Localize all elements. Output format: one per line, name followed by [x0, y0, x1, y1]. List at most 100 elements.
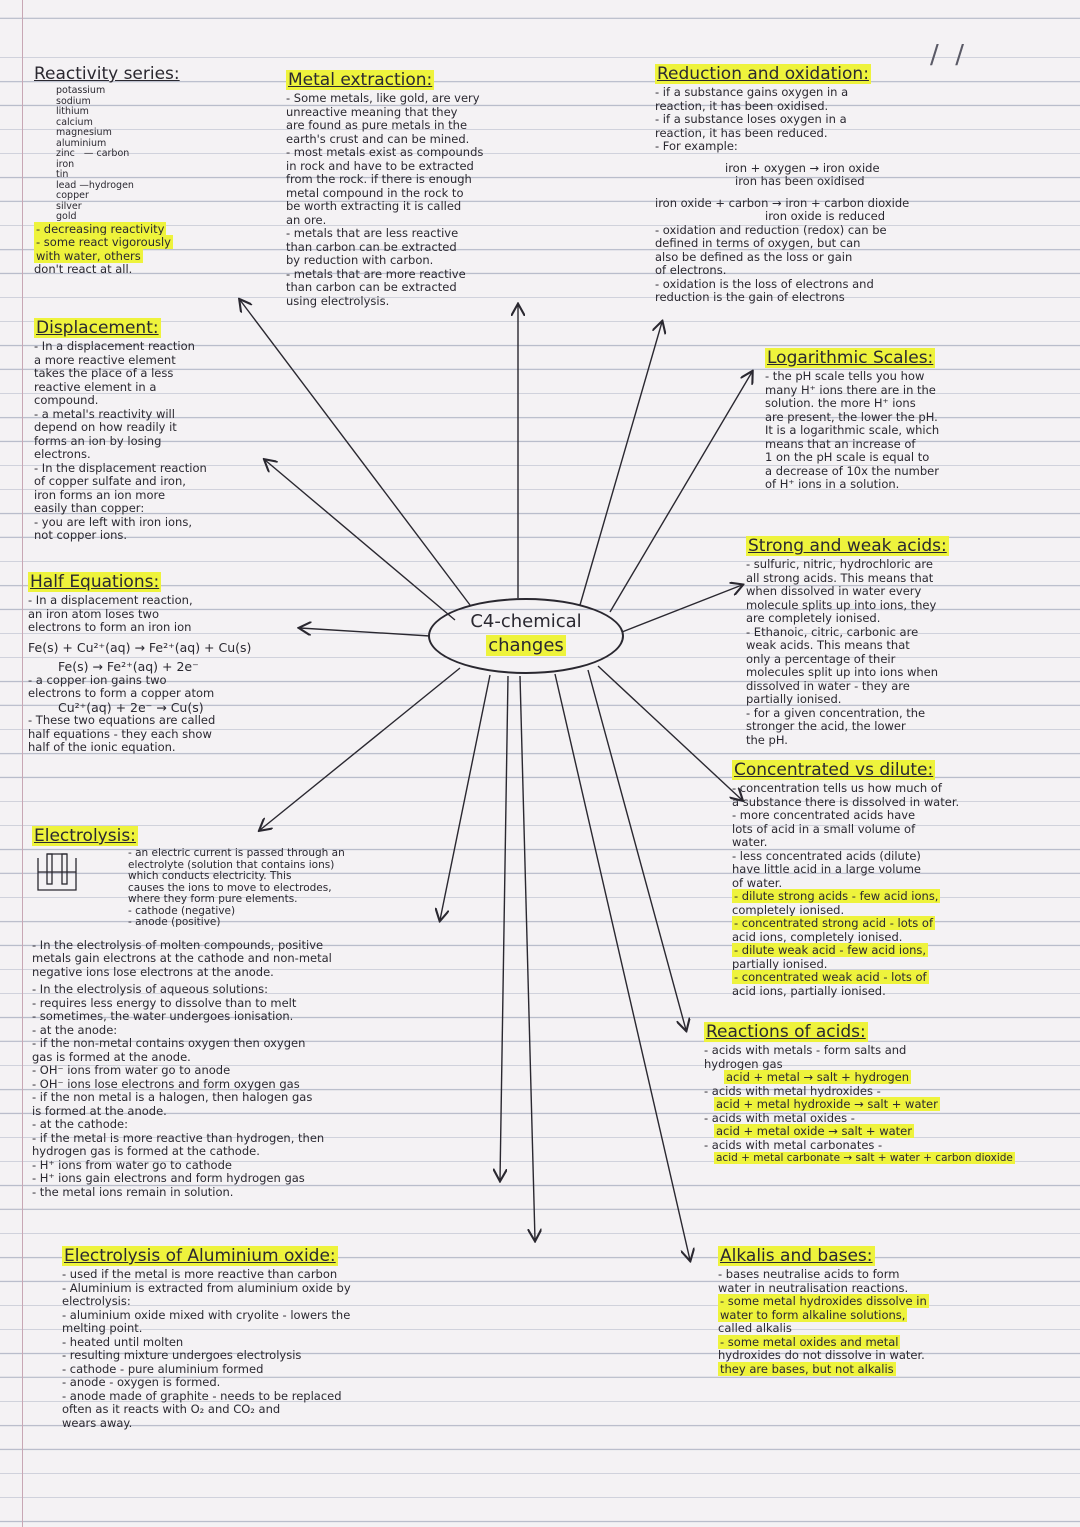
displacement-title: Displacement:	[34, 318, 161, 338]
metal-extraction-line: metal compound in the rock to	[286, 185, 464, 200]
reactivity-item: iron	[56, 158, 75, 170]
log-scales-line: many H⁺ ions there are in the	[765, 382, 936, 397]
concentrated-line: - concentrated weak acid - lots of	[732, 970, 929, 984]
acids-line: only a percentage of their	[746, 651, 896, 666]
reactivity-note: - some react vigorously	[34, 235, 173, 249]
alkalis-line: they are bases, but not alkalis	[718, 1361, 896, 1376]
displacement-line: takes the place of a less	[34, 366, 174, 380]
reaction-equation: acid + metal carbonate → salt + water + …	[714, 1152, 1015, 1164]
concentrated-line: - concentrated strong acid - lots of	[732, 916, 936, 930]
reactions-line: - acids with metal hydroxides -	[704, 1083, 881, 1098]
aluminium-line: - heated until molten	[62, 1334, 184, 1349]
reactivity-series-section: Reactivity series: potassium sodium lith…	[34, 64, 249, 277]
metal-extraction-line: by reduction with carbon.	[286, 253, 434, 267]
concentrated-line: - more concentrated acids have	[732, 808, 916, 822]
concentrated-line: have little acid in a large volume	[732, 862, 921, 876]
redox-line: - For example:	[655, 139, 738, 153]
electrolysis-line: - In the electrolysis of aqueous solutio…	[32, 982, 269, 996]
half-equations-line: - In a displacement reaction,	[28, 593, 193, 607]
electrolysis-section: Electrolysis: - an electric current is p…	[32, 826, 462, 1199]
acids-line: - for a given concentration, the	[746, 705, 926, 720]
topic-hub: C4-chemical changes	[428, 598, 624, 674]
metal-extraction-line: in rock and have to be extracted	[286, 158, 474, 173]
log-scales-line: - the pH scale tells you how	[765, 369, 925, 383]
log-scales-line: solution. the more H⁺ ions	[765, 396, 916, 410]
acids-line: are completely ionised.	[746, 611, 881, 625]
metal-extraction-line: are found as pure metals in the	[286, 118, 468, 132]
reactivity-item: aluminium	[56, 137, 107, 149]
metal-extraction-line: than carbon can be extracted	[286, 239, 457, 254]
aluminium-line: - anode made of graphite - needs to be r…	[62, 1388, 342, 1403]
acids-line: stronger the acid, the lower	[746, 719, 906, 733]
reactions-of-acids-section: Reactions of acids: - acids with metals …	[704, 1022, 1054, 1166]
electrolysis-line: - H⁺ ions from water go to cathode	[32, 1157, 232, 1172]
hub-subtitle: changes	[486, 635, 566, 656]
redox-line: - oxidation is the loss of electrons and	[655, 276, 874, 291]
alkalis-line: - bases neutralise acids to form	[718, 1267, 900, 1281]
half-equations-line: half equations - they each show	[28, 726, 212, 741]
half-equations-line: electrons to form an iron ion	[28, 620, 192, 634]
reactivity-item: tin	[56, 169, 69, 180]
displacement-line: electrons.	[34, 447, 91, 461]
alkalis-line: hydroxides do not dissolve in water.	[718, 1348, 925, 1362]
electrolysis-line: - H⁺ ions gain electrons and form hydrog…	[32, 1171, 305, 1185]
displacement-line: depend on how readily it	[34, 420, 177, 434]
half-equations-line: electrons to form a copper atom	[28, 686, 215, 700]
half-equations-line: an iron atom loses two	[28, 606, 159, 621]
strong-weak-acids-section: Strong and weak acids: - sulfuric, nitri…	[746, 536, 1056, 747]
reaction-equation: acid + metal hydroxide → salt + water	[714, 1097, 940, 1111]
log-scales-line: It is a logarithmic scale, which	[765, 423, 940, 437]
concentrated-line: - less concentrated acids (dilute)	[732, 848, 921, 863]
reactivity-item: lead —hydrogen	[56, 179, 134, 191]
electrolysis-title: Electrolysis:	[32, 826, 138, 846]
concentrated-dilute-section: Concentrated vs dilute: - concentration …	[732, 760, 1057, 998]
acids-line: all strong acids. This means that	[746, 570, 934, 585]
electrolysis-line: - if the non-metal contains oxygen then …	[32, 1036, 306, 1050]
electrolysis-line: - OH⁻ ions from water go to anode	[32, 1063, 231, 1077]
redox-line: of electrons.	[655, 263, 727, 277]
concentrated-line: - dilute strong acids - few acid ions,	[732, 889, 941, 903]
half-equations-line: half of the ionic equation.	[28, 740, 176, 754]
displacement-line: - you are left with iron ions,	[34, 514, 192, 529]
alkalis-line: water in neutralisation reactions.	[718, 1280, 909, 1295]
concentrated-line: - dilute weak acid - few acid ions,	[732, 943, 929, 957]
reactivity-note: with water, others	[34, 248, 143, 263]
half-equations-line: - a copper ion gains two	[28, 672, 167, 687]
aluminium-line: - aluminium oxide mixed with cryolite - …	[62, 1307, 351, 1322]
electrolysis-intro-line: which conducts electricity. This	[128, 870, 292, 882]
reactions-line: - acids with metals - form salts and	[704, 1043, 907, 1057]
aluminium-line: often as it reacts with O₂ and CO₂ and	[62, 1402, 281, 1416]
log-scales-line: 1 on the pH scale is equal to	[765, 450, 930, 464]
acids-line: the pH.	[746, 732, 788, 747]
electrolysis-line: negative ions lose electrons at the anod…	[32, 964, 274, 979]
metal-extraction-line: be worth extracting it is called	[286, 199, 462, 213]
displacement-line: of copper sulfate and iron,	[34, 474, 186, 488]
displacement-line: - In a displacement reaction	[34, 339, 195, 353]
redox-line: also be defined as the loss or gain	[655, 249, 853, 264]
redox-line: reaction, it has been reduced.	[655, 125, 828, 140]
aluminium-line: - cathode - pure aluminium formed	[62, 1361, 264, 1376]
metal-extraction-line: - metals that are less reactive	[286, 226, 459, 240]
aluminium-electrolysis-title: Electrolysis of Aluminium oxide:	[62, 1246, 338, 1266]
concentrated-line: acid ions, completely ionised.	[732, 929, 903, 944]
half-equations-line: - These two equations are called	[28, 713, 216, 727]
electrolysis-line: gas is formed at the anode.	[32, 1049, 191, 1064]
log-scales-line: of H⁺ ions in a solution.	[765, 477, 900, 491]
aluminium-line: melting point.	[62, 1321, 143, 1335]
electrolysis-line: - if the non metal is a halogen, then ha…	[32, 1090, 313, 1104]
electrolysis-intro-line: electrolyte (solution that contains ions…	[128, 858, 335, 871]
displacement-line: - In the displacement reaction	[34, 460, 207, 475]
electrolysis-line: - the metal ions remain in solution.	[32, 1184, 234, 1199]
aluminium-line: - resulting mixture undergoes electrolys…	[62, 1348, 302, 1362]
redox-section: Reduction and oxidation: - if a substanc…	[655, 64, 1055, 305]
corner-slash-mark: / /	[930, 40, 965, 70]
electrolysis-line: - In the electrolysis of molten compound…	[32, 937, 324, 952]
metal-extraction-line: from the rock. if there is enough	[286, 172, 472, 186]
half-equation-iron: Fe(s) → Fe²⁺(aq) + 2e⁻	[58, 659, 199, 674]
metal-extraction-line: unreactive meaning that they	[286, 104, 458, 119]
displacement-line: reactive element in a	[34, 379, 157, 394]
acids-line: - Ethanoic, citric, carbonic are	[746, 624, 919, 639]
alkalis-line: water to form alkaline solutions,	[718, 1307, 908, 1322]
alkalis-line: - some metal hydroxides dissolve in	[718, 1294, 929, 1308]
